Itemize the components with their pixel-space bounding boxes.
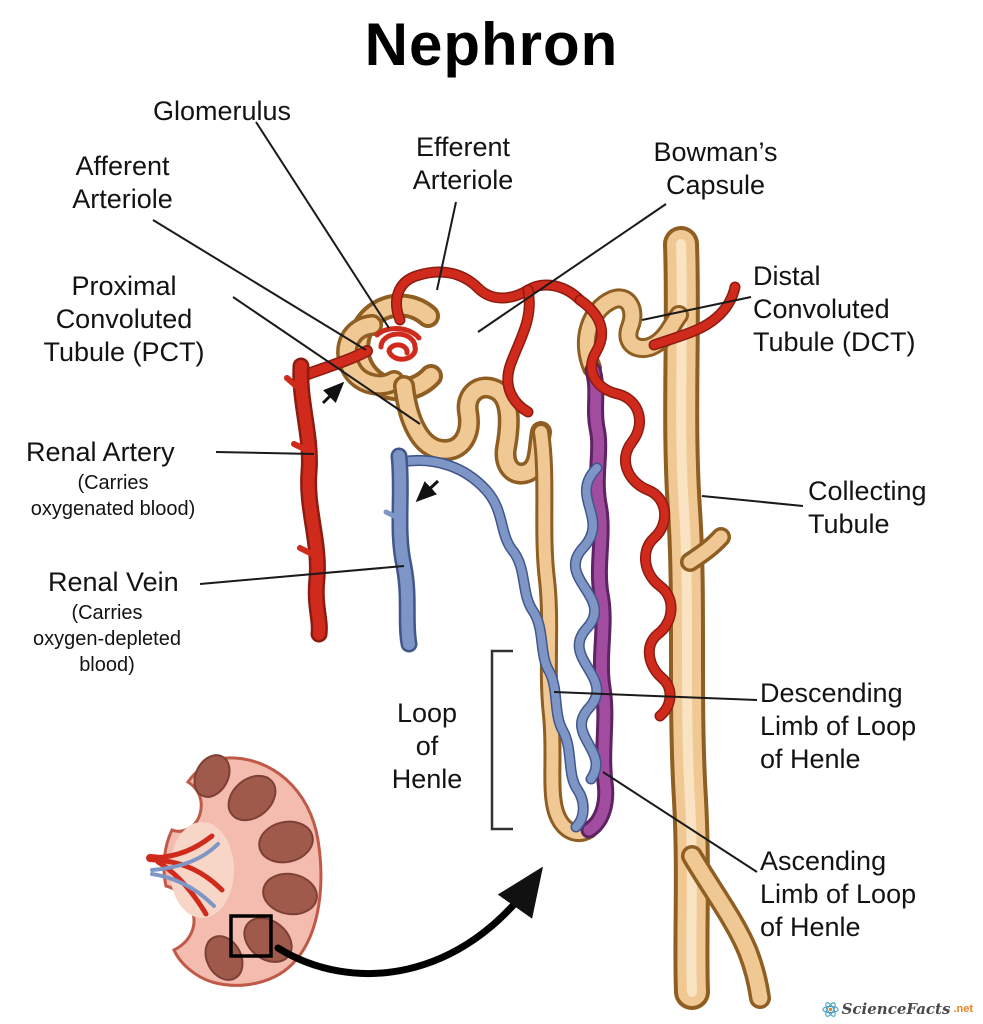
- magnified-region-box: [229, 914, 273, 958]
- label-proximal-convoluted-tubule: Proximal Convoluted Tubule (PCT): [43, 271, 205, 367]
- label-afferent-arteriole: Afferent Arteriole: [72, 151, 173, 214]
- label-renal-vein-note: (Carries oxygen-depleted blood): [33, 602, 181, 676]
- leader-ascending-limb: [602, 771, 758, 873]
- renal-artery-shape: [284, 351, 367, 634]
- vein-flow-arrow: [415, 479, 440, 503]
- flow-arrows: [321, 381, 440, 503]
- leader-glomerulus: [255, 121, 390, 329]
- page-title: Nephron: [364, 11, 619, 78]
- leader-afferent-arteriole: [152, 219, 367, 351]
- label-collecting-tubule: Collecting Tubule: [808, 476, 927, 539]
- leader-lines: [152, 121, 804, 873]
- collecting-duct-shape: [681, 244, 760, 998]
- leader-collecting-tubule: [701, 495, 804, 507]
- artery-branches: [284, 375, 319, 559]
- leader-proximal-convoluted-tubule: [232, 296, 421, 425]
- label-renal-vein: Renal Vein: [48, 567, 179, 597]
- atom-icon: [821, 1001, 839, 1017]
- label-efferent-arteriole: Efferent Arteriole: [412, 132, 514, 195]
- watermark-brand: ScienceFacts: [841, 1000, 951, 1018]
- watermark: ScienceFacts .net: [821, 1000, 973, 1018]
- renal-vein-shape: [383, 456, 409, 644]
- glomerulus-shape: [377, 329, 419, 360]
- leader-renal-artery: [215, 451, 315, 455]
- leader-bowmans-capsule: [477, 203, 667, 333]
- leader-efferent-arteriole: [436, 201, 457, 291]
- label-distal-convoluted-tubule: Distal Convoluted Tubule (DCT): [753, 261, 916, 357]
- leader-distal-convoluted-tubule: [641, 296, 752, 321]
- kidney-inset: [146, 754, 323, 987]
- watermark-suffix: .net: [953, 1003, 973, 1015]
- renal-pyramids: [193, 754, 318, 981]
- label-renal-artery: Renal Artery: [26, 437, 175, 467]
- label-glomerulus: Glomerulus: [153, 96, 292, 126]
- label-ascending-limb: Ascending Limb of Loop of Henle: [760, 846, 917, 942]
- label-renal-artery-note: (Carries oxygenated blood): [30, 472, 196, 520]
- magnify-arrow: [274, 866, 544, 978]
- label-loop-of-henle: Loop of Henle: [391, 698, 463, 794]
- kidney-vessels-red: [146, 833, 225, 917]
- kidney-vessels-blue: [150, 842, 220, 908]
- label-descending-limb: Descending Limb of Loop of Henle: [760, 678, 917, 774]
- label-bowmans-capsule: Bowman’s Capsule: [653, 137, 778, 200]
- leader-renal-vein: [199, 565, 405, 585]
- leader-descending-limb: [553, 691, 758, 701]
- artery-flow-arrow: [321, 381, 345, 405]
- loop-of-henle-bracket: [490, 649, 513, 831]
